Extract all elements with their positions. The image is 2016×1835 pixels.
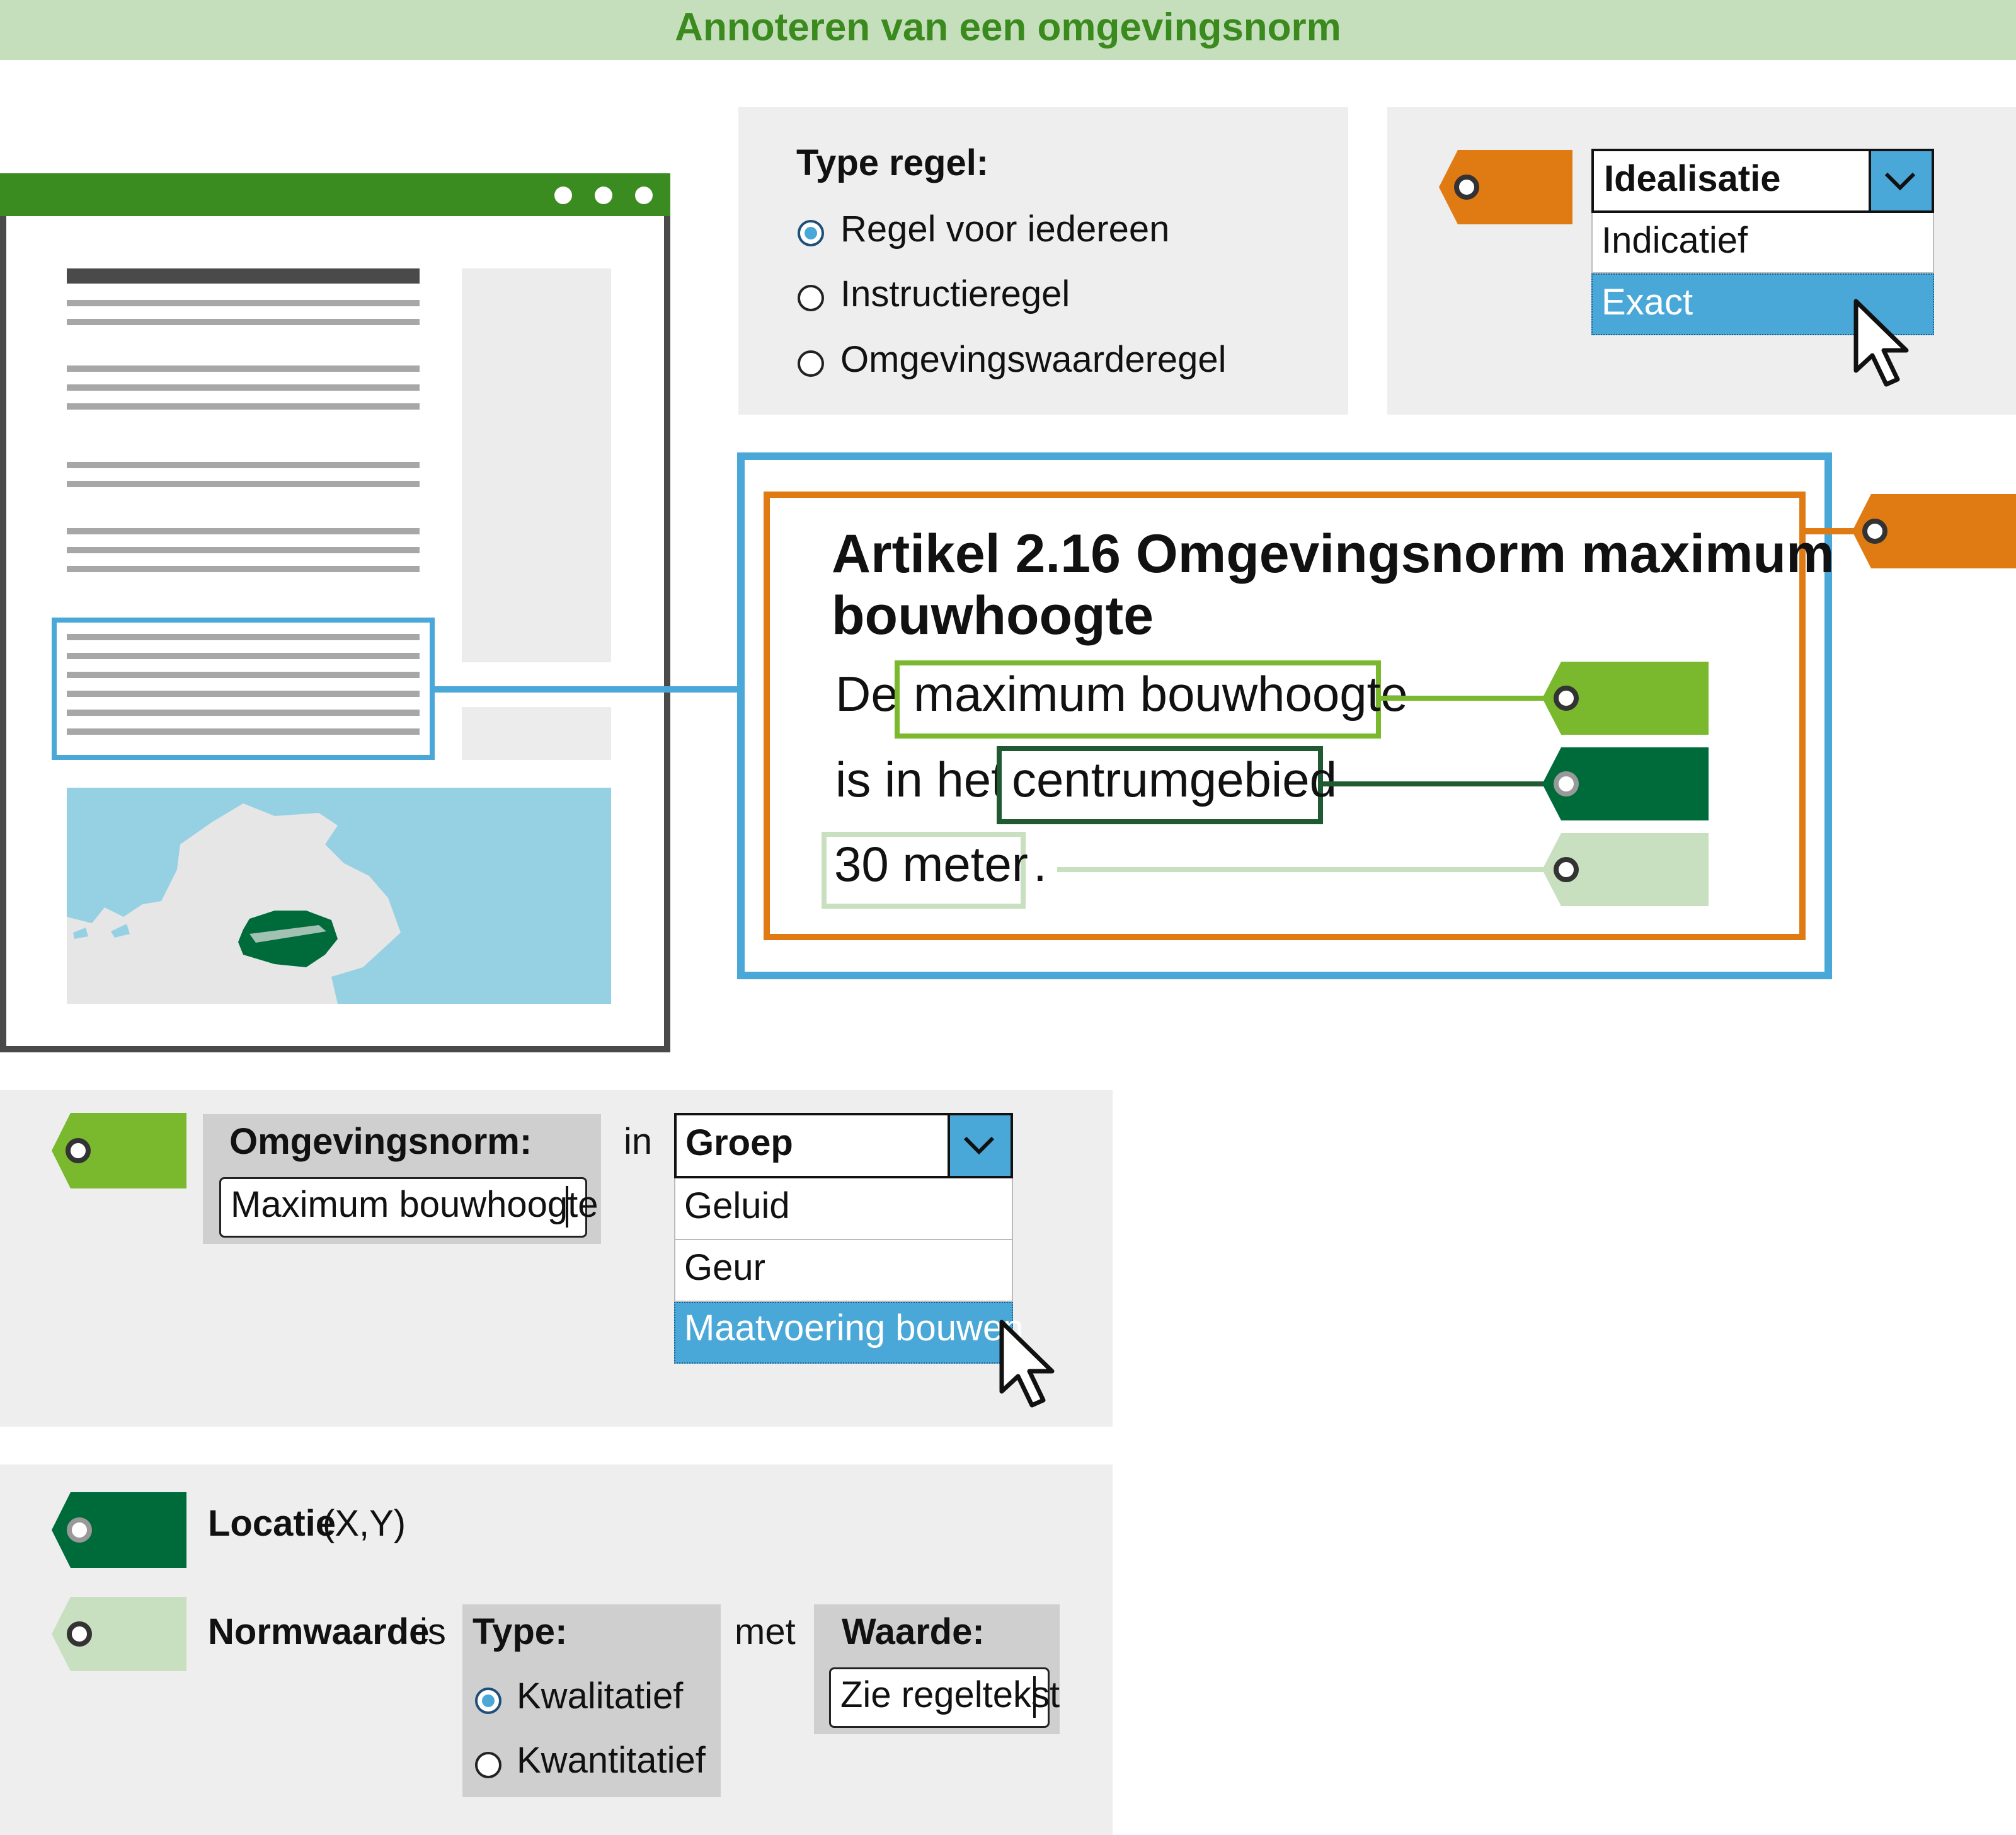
groep-option-label: Geluid <box>684 1185 790 1226</box>
chevron-down-icon <box>1884 172 1916 191</box>
option-kwalitatief: Kwalitatief <box>517 1676 684 1717</box>
document-line <box>67 728 420 735</box>
connector-line <box>1323 781 1545 786</box>
is-label: is <box>420 1611 446 1652</box>
radio-regel-voor-iedereen[interactable] <box>798 220 824 246</box>
window-dot-icon[interactable] <box>595 187 612 204</box>
document-line <box>67 547 420 553</box>
normwaarde-type-label: Type: <box>472 1611 568 1652</box>
document-line <box>67 566 420 572</box>
pale-green-tag-icon[interactable] <box>52 1597 186 1671</box>
light-green-tag-icon[interactable] <box>52 1113 186 1188</box>
document-map <box>67 788 611 1004</box>
page-title: Annoteren van een omgevingsnorm <box>675 6 1341 49</box>
groep-dropdown-button[interactable] <box>948 1115 1011 1176</box>
term-waarde-box[interactable] <box>822 832 1026 909</box>
idealisatie-option-exact[interactable] <box>1591 273 1934 335</box>
document-line <box>67 365 420 372</box>
article-word: is in het <box>835 752 1005 807</box>
article-title-cont: bouwhoogte <box>832 585 1154 646</box>
document-line <box>67 634 420 640</box>
document-line <box>67 710 420 716</box>
article-outer-frame <box>737 452 1832 979</box>
waarde-input[interactable] <box>829 1667 1050 1728</box>
document-line <box>67 384 420 391</box>
term-waarde: 30 meter <box>834 836 1028 892</box>
term-locatie-box[interactable] <box>997 746 1323 824</box>
dark-green-tag-icon[interactable] <box>52 1492 186 1568</box>
locatie-label: Locatie <box>208 1503 336 1544</box>
article-title: Artikel 2.16 Omgevingsnorm maximum <box>832 524 1835 584</box>
waarde-value: Zie regeltekst <box>840 1674 1060 1715</box>
document-line <box>67 653 420 659</box>
locatie-suffix: (X,Y) <box>323 1503 406 1544</box>
document-line <box>67 528 420 534</box>
type-regel-label: Type regel: <box>796 142 989 183</box>
idealisatie-option-label: Indicatief <box>1601 220 1748 261</box>
window-dot-icon[interactable] <box>635 187 653 204</box>
radio-instructieregel[interactable] <box>798 285 824 311</box>
connector-line <box>1381 696 1545 701</box>
cursor-arrow-icon <box>1853 299 1909 387</box>
dark-green-tag-icon[interactable] <box>1542 747 1709 820</box>
connector-line <box>1057 867 1545 872</box>
omgevingsnorm-input[interactable] <box>219 1177 587 1238</box>
term-norm: maximum bouwhoogte <box>914 666 1408 722</box>
document-line <box>67 403 420 410</box>
orange-tag-icon[interactable] <box>1439 150 1572 224</box>
light-green-tag-icon[interactable] <box>1542 662 1709 735</box>
radio-kwantitatief[interactable] <box>475 1752 501 1778</box>
document-heading-line <box>67 268 420 284</box>
idealisatie-label: Idealisatie <box>1604 158 1781 199</box>
groep-option-geur[interactable] <box>674 1240 1013 1302</box>
document-sidebar-block <box>462 268 611 662</box>
document-sidebar-block <box>462 707 611 760</box>
option-regel-voor-iedereen: Regel voor iedereen <box>840 209 1170 250</box>
term-norm-box[interactable] <box>895 660 1381 739</box>
idealisatie-option-indicatief[interactable] <box>1591 213 1934 273</box>
omgevingsnorm-value: Maximum bouwhoogte <box>231 1184 598 1225</box>
omgevingsnorm-label: Omgevingsnorm: <box>229 1121 532 1162</box>
article-word: De <box>835 666 898 722</box>
article-period: . <box>1033 836 1047 892</box>
radio-kwalitatief[interactable] <box>475 1688 501 1714</box>
term-locatie: centrumgebied <box>1012 752 1337 807</box>
document-line <box>67 481 420 487</box>
met-label: met <box>735 1611 796 1652</box>
pale-green-tag-icon[interactable] <box>1542 833 1709 906</box>
document-line <box>67 300 420 306</box>
text-cursor <box>1033 1676 1036 1718</box>
window-dot-icon[interactable] <box>554 187 572 204</box>
groep-option-label: Geur <box>684 1247 765 1288</box>
title-bar <box>0 0 2016 60</box>
orange-tag-icon[interactable] <box>1852 494 2016 568</box>
highlighted-article-box[interactable] <box>52 618 435 760</box>
in-label: in <box>624 1121 653 1162</box>
cursor-arrow-icon <box>999 1320 1055 1408</box>
groep-option-label: Maatvoering bouwen <box>684 1308 1024 1349</box>
article-inner-frame[interactable] <box>764 492 1806 940</box>
groep-option-geluid[interactable] <box>674 1178 1013 1240</box>
chevron-down-icon <box>963 1136 995 1155</box>
text-cursor <box>566 1186 568 1228</box>
normwaarde-label: Normwaarde <box>208 1611 430 1652</box>
connector-line <box>1806 528 1855 534</box>
idealisatie-dropdown-button[interactable] <box>1869 151 1932 210</box>
connector-line <box>435 686 741 693</box>
radio-omgevingswaarderegel[interactable] <box>798 350 824 377</box>
option-omgevingswaarderegel: Omgevingswaarderegel <box>840 339 1227 380</box>
groep-label: Groep <box>685 1122 793 1163</box>
option-instructieregel: Instructieregel <box>840 273 1070 314</box>
groep-option-maatvoering-bouwen[interactable] <box>674 1302 1013 1364</box>
document-line <box>67 672 420 678</box>
option-kwantitatief: Kwantitatief <box>517 1740 706 1781</box>
type-regel-panel <box>738 107 1348 415</box>
document-line <box>67 691 420 697</box>
normwaarde-type-group <box>462 1604 721 1797</box>
idealisatie-option-label: Exact <box>1601 282 1693 323</box>
document-line <box>67 319 420 325</box>
normwaarde-waarde-label: Waarde: <box>842 1611 985 1652</box>
document-line <box>67 462 420 468</box>
